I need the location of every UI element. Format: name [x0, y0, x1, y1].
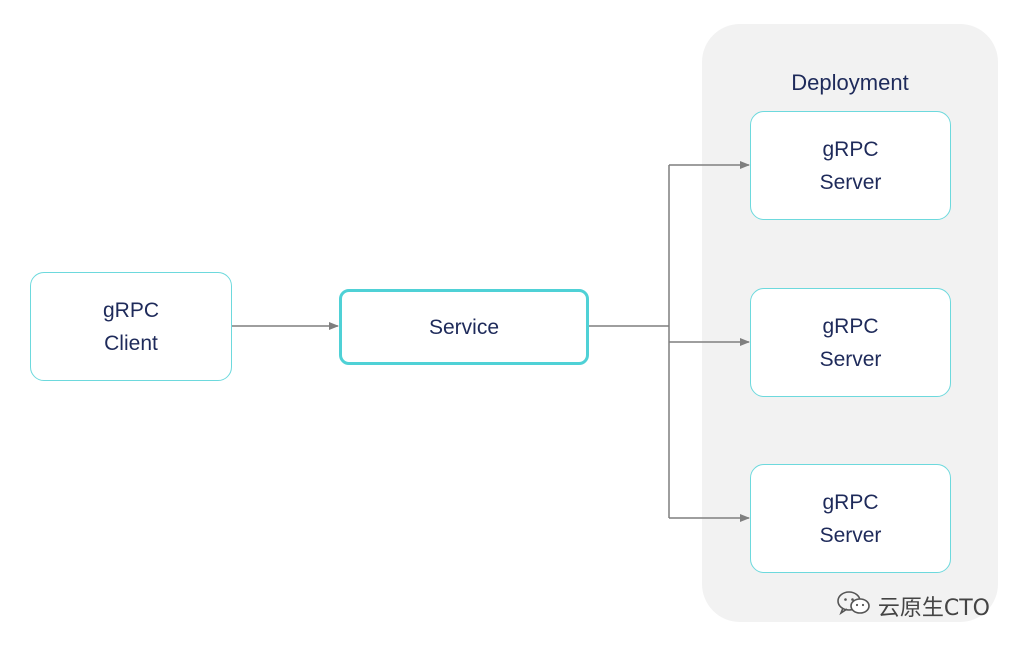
grpc-server-node-3: gRPC Server — [750, 464, 951, 573]
server-3-label-line1: gRPC — [822, 490, 879, 514]
client-label-line2: Client — [104, 331, 158, 355]
wechat-icon — [836, 589, 872, 623]
server-3-label-line2: Server — [819, 523, 882, 547]
deployment-title: Deployment — [791, 70, 909, 95]
server-2-label-line1: gRPC — [822, 314, 879, 338]
server-1-label-line2: Server — [819, 170, 882, 194]
service-label: Service — [428, 315, 500, 339]
grpc-server-node-1: gRPC Server — [750, 111, 951, 220]
watermark: 云原生CTO — [836, 589, 990, 623]
client-label-line1: gRPC — [102, 298, 160, 322]
grpc-client-node: gRPC Client — [30, 272, 232, 381]
watermark-text: 云原生CTO — [877, 596, 990, 621]
server-2-label-line2: Server — [819, 347, 882, 371]
service-node: Service — [339, 289, 589, 365]
server-1-label-line1: gRPC — [822, 137, 879, 161]
grpc-server-node-2: gRPC Server — [750, 288, 951, 397]
